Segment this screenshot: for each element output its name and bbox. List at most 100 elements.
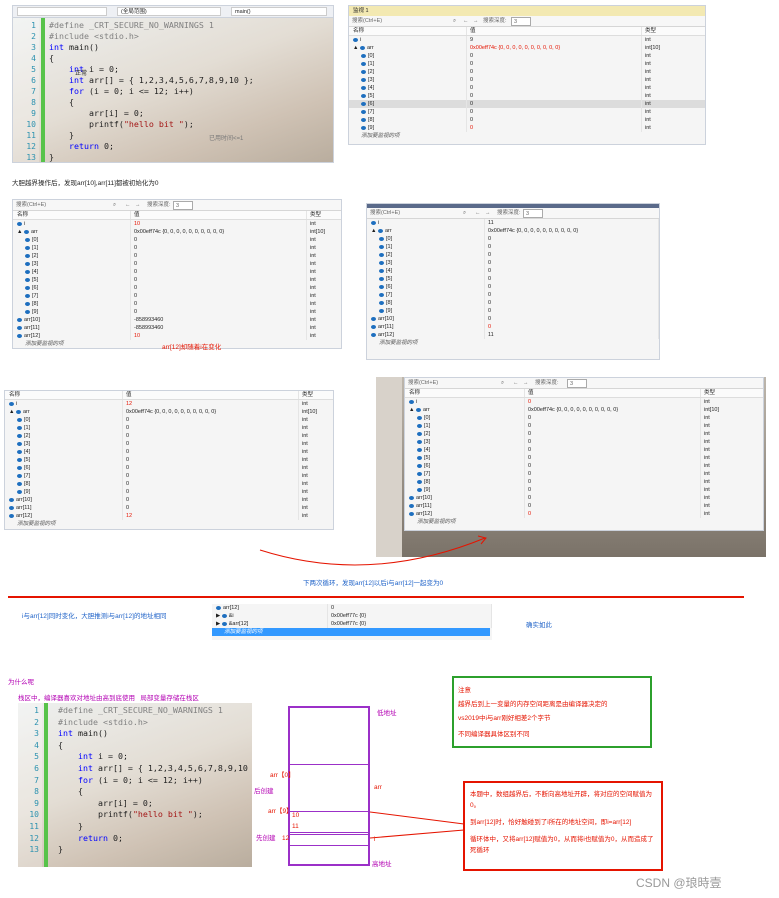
search-depth-select[interactable]: 3 xyxy=(173,201,193,210)
watch-row[interactable]: [7]0 xyxy=(367,291,659,299)
back-arrow-icon[interactable]: ← xyxy=(513,380,519,386)
back-arrow-icon[interactable]: ← xyxy=(463,18,469,24)
header-value[interactable]: 值 xyxy=(525,389,701,397)
header-type[interactable]: 类型 xyxy=(645,28,657,34)
search-icon[interactable]: ⌕ xyxy=(453,18,457,24)
expand-icon[interactable]: ▲ xyxy=(9,409,16,415)
header-name[interactable]: 名称 xyxy=(349,27,467,35)
watch-row[interactable]: [2]0 xyxy=(367,251,659,259)
watch-row[interactable]: [4]0 xyxy=(367,267,659,275)
header-type[interactable]: 类型 xyxy=(704,390,716,396)
add-watch-item[interactable]: 添加要监视的项 xyxy=(361,133,400,139)
watch-row[interactable]: [6]0 xyxy=(367,283,659,291)
watch-row[interactable]: [3]0 xyxy=(367,259,659,267)
search-depth-select[interactable]: 3 xyxy=(511,17,531,26)
expand-icon[interactable]: ▲ xyxy=(353,45,360,51)
function-dropdown[interactable]: main() xyxy=(231,7,327,16)
add-watch-item[interactable]: 添加要监视的项 xyxy=(25,341,64,347)
add-watch-item[interactable]: 添加要监视的项 xyxy=(379,340,418,346)
forward-arrow-icon[interactable]: → xyxy=(473,18,479,24)
watch-row[interactable]: arr[10]0 xyxy=(367,315,659,323)
watch-row[interactable]: [9]0 xyxy=(367,307,659,315)
watch-row[interactable]: [1]0 xyxy=(367,243,659,251)
add-watch-item-selected[interactable]: 添加要监视的项 xyxy=(212,628,490,636)
back-arrow-icon[interactable]: ← xyxy=(475,210,481,216)
watch-row[interactable]: [8]0 xyxy=(367,299,659,307)
header-value[interactable]: 值 xyxy=(467,27,642,35)
watch-row[interactable]: [5]0 xyxy=(367,275,659,283)
header-type[interactable]: 类型 xyxy=(302,392,314,398)
watch-row[interactable]: ▶ &arr[12]0x00eff77c {0} xyxy=(212,620,492,628)
watch-row[interactable]: arr[11]0 xyxy=(367,323,659,331)
header-name[interactable]: 名称 xyxy=(5,391,123,399)
search-icon[interactable]: ⌕ xyxy=(463,210,467,216)
watch-row[interactable]: [0]0 xyxy=(367,235,659,243)
expand-icon[interactable]: ▲ xyxy=(371,228,378,234)
back-arrow-icon[interactable]: ← xyxy=(125,202,131,208)
watch-search-bar[interactable]: 搜索(Ctrl+E) ⌕ ← → 搜索深度: 3 xyxy=(349,16,705,27)
expand-icon[interactable]: ▶ xyxy=(216,621,222,627)
add-watch-item[interactable]: 添加要监视的项 xyxy=(17,521,56,527)
expand-icon[interactable]: ▲ xyxy=(409,407,416,413)
search-icon[interactable]: ⌕ xyxy=(501,380,505,386)
forward-arrow-icon[interactable]: → xyxy=(523,380,529,386)
header-value[interactable]: 值 xyxy=(123,391,299,399)
search-icon[interactable]: ⌕ xyxy=(113,202,117,208)
watch-search-bar[interactable]: 搜索(Ctrl+E) ⌕ ← → 搜索深度: 3 xyxy=(405,378,763,389)
watch-row[interactable]: arr[12]11 xyxy=(367,331,659,339)
forward-arrow-icon[interactable]: → xyxy=(485,210,491,216)
expand-icon[interactable]: ▲ xyxy=(17,229,24,235)
header-name[interactable]: 名称 xyxy=(13,211,131,219)
